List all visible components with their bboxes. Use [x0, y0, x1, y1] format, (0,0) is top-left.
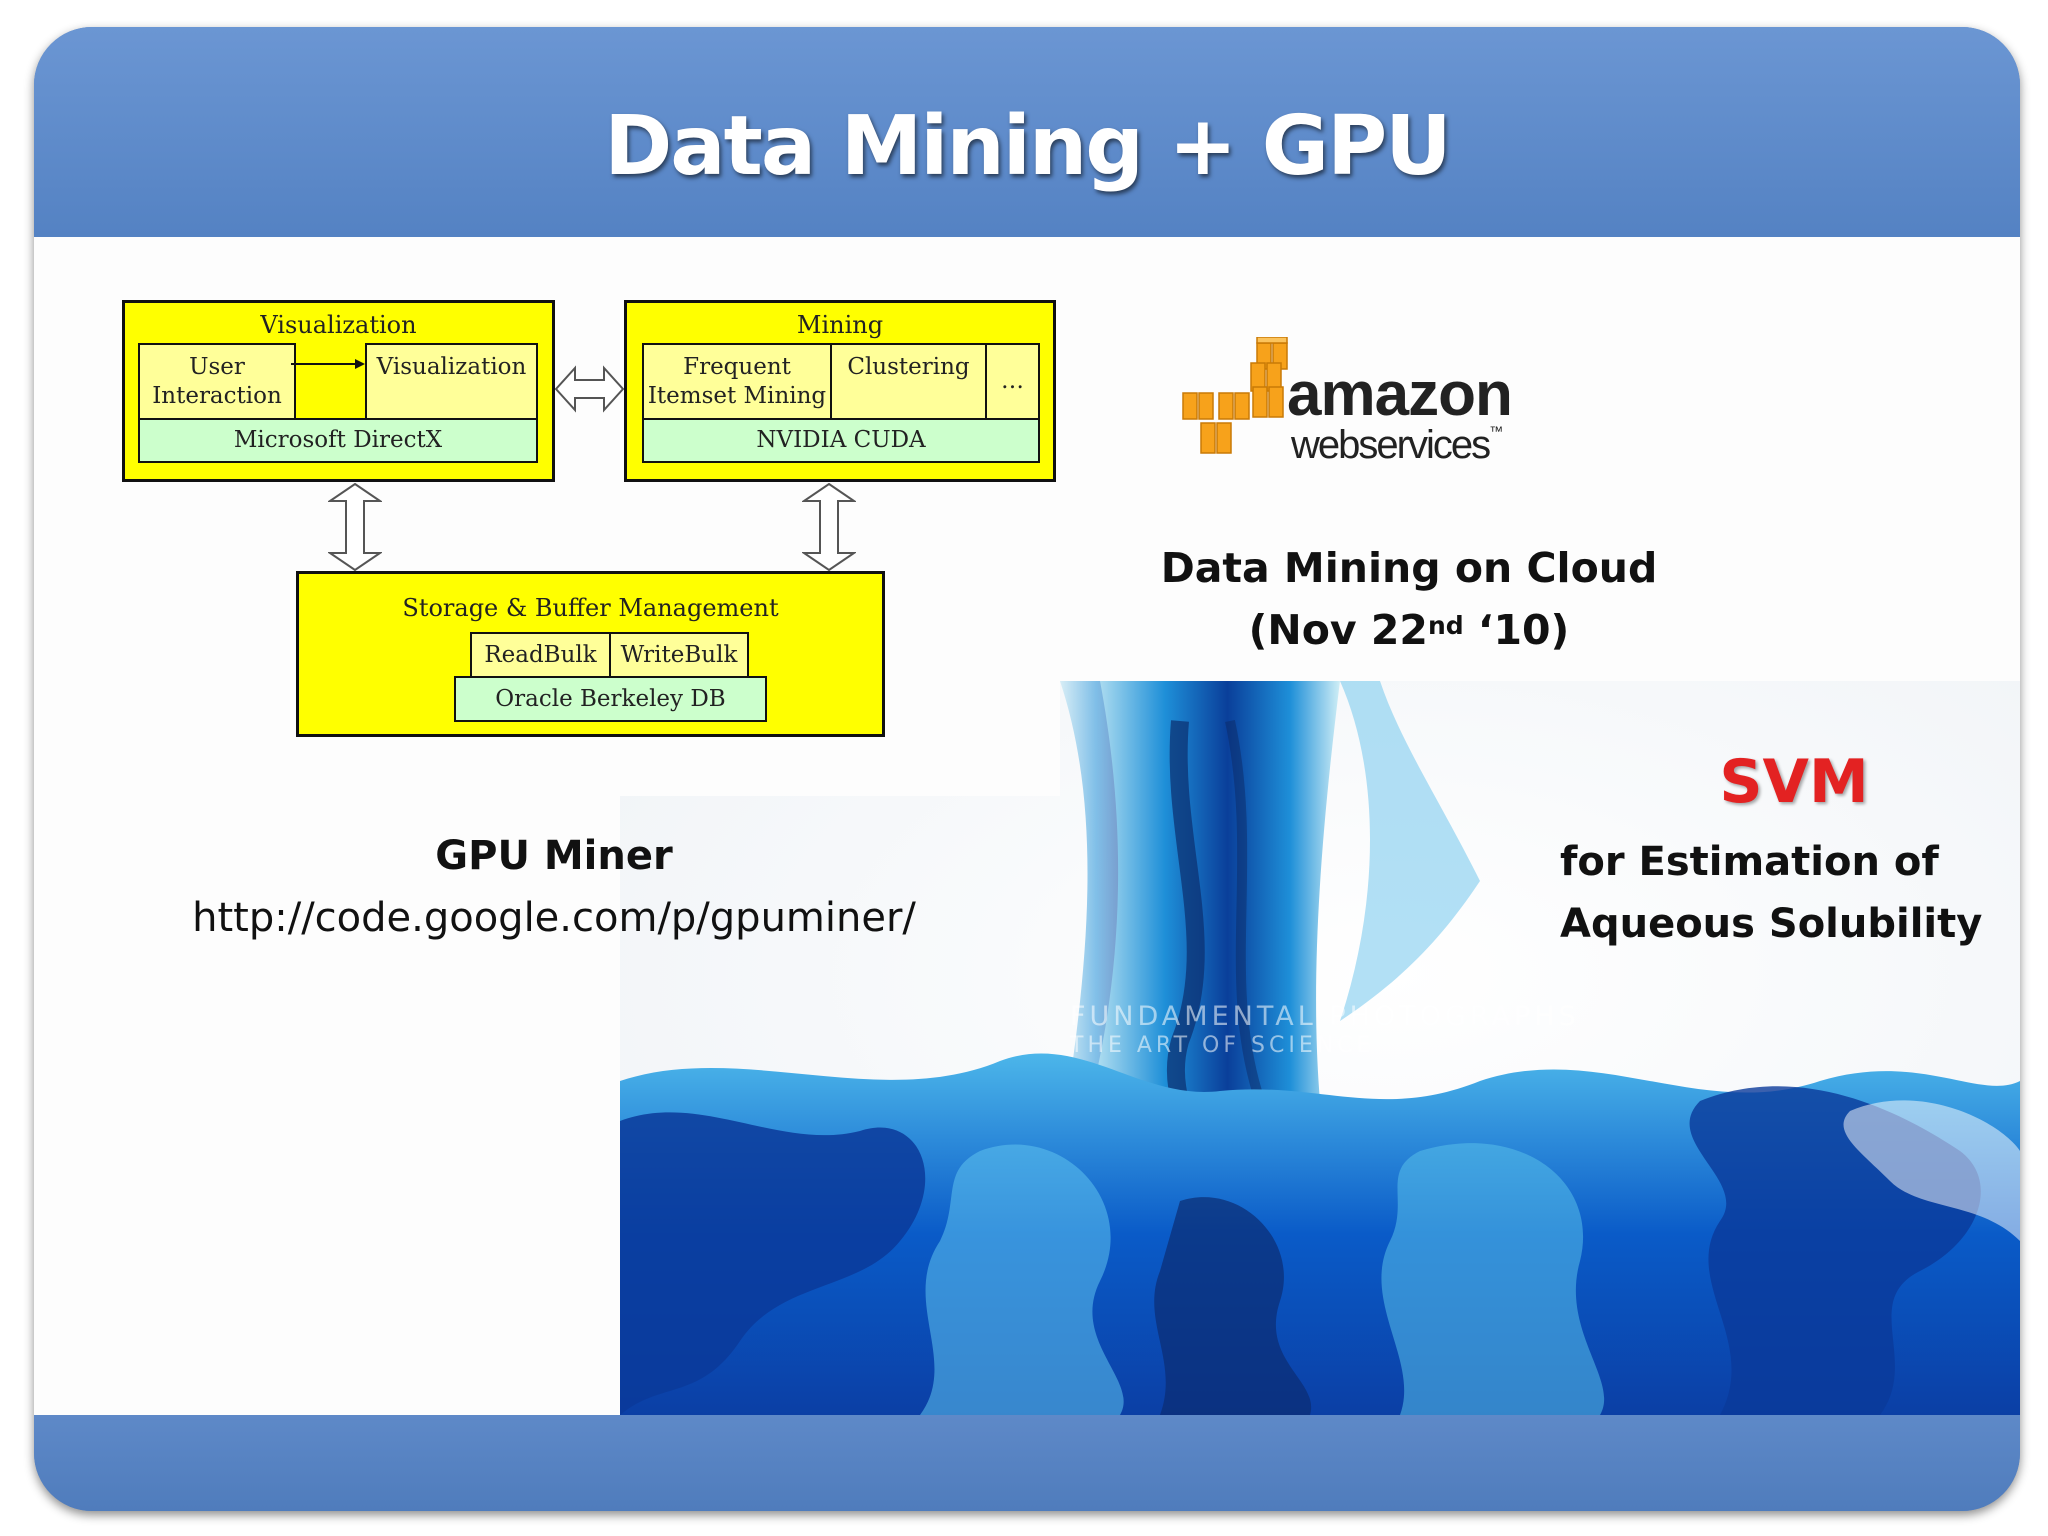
mining-box-title: Mining: [796, 311, 884, 339]
slide: Data Mining + GPU: [34, 27, 2020, 1511]
aws-trademark: ™: [1489, 423, 1503, 439]
horizontal-double-arrow: [555, 365, 624, 413]
watermark-line1: FUNDAMENTAL PHOTOGRAPHS: [1070, 1001, 1580, 1032]
right-vertical-double-arrow: [802, 483, 856, 571]
cloud-date-superscript: nd: [1427, 611, 1464, 640]
aws-amazon-word: amazon: [1287, 360, 1513, 429]
readbulk-cell: ReadBulk: [470, 632, 611, 678]
more-cell: …: [985, 343, 1040, 420]
cloud-caption: Data Mining on Cloud (Nov 22nd ‘10): [1114, 537, 1704, 661]
amazon-web-services-logo: amazon webservices™: [1179, 337, 1579, 467]
svm-caption-line2: Aqueous Solubility: [1560, 901, 1983, 947]
watermark-line2: THE ART OF SCIENCE: [1070, 1033, 1375, 1058]
frequent-itemset-cell: Frequent Itemset Mining: [642, 343, 832, 420]
user-interaction-cell: User Interaction: [138, 343, 296, 420]
blue-ink-photo: [620, 681, 2020, 1415]
svm-title: SVM: [1719, 747, 1869, 817]
left-vertical-double-arrow: [328, 483, 382, 571]
footer-bar: [34, 1415, 2020, 1511]
svm-caption-line1: for Estimation of: [1560, 839, 1939, 885]
cloud-date-prefix: (Nov 22: [1248, 606, 1428, 654]
architecture-diagram: Visualization User Interaction Visualiza…: [90, 297, 1090, 747]
cuda-cell: NVIDIA CUDA: [642, 418, 1040, 463]
gpu-miner-caption: GPU Miner http://code.google.com/p/gpumi…: [74, 825, 1034, 949]
gpu-miner-title: GPU Miner: [435, 833, 673, 879]
aws-webservices-text: webservices: [1291, 423, 1491, 467]
storage-box: Storage & Buffer Management ReadBulk Wri…: [296, 571, 885, 737]
title-bar: Data Mining + GPU: [34, 27, 2020, 237]
slide-content: FUNDAMENTAL PHOTOGRAPHS THE ART OF SCIEN…: [34, 237, 2020, 1415]
cloud-caption-line1: Data Mining on Cloud: [1160, 544, 1658, 592]
aws-webservices-word: webservices™: [1291, 423, 1503, 468]
visualization-box: Visualization User Interaction Visualiza…: [122, 300, 555, 482]
cloud-date-suffix: ‘10): [1463, 606, 1570, 654]
directx-cell: Microsoft DirectX: [138, 418, 538, 463]
mining-box: Mining Frequent Itemset Mining Clusterin…: [624, 300, 1056, 482]
visualization-cell: Visualization: [365, 343, 538, 420]
interaction-arrow: [291, 359, 365, 369]
storage-box-title: Storage & Buffer Management: [402, 594, 779, 622]
writebulk-cell: WriteBulk: [609, 632, 749, 678]
aws-cubes-icon: [1182, 337, 1288, 454]
visualization-box-title: Visualization: [260, 311, 417, 339]
clustering-cell: Clustering: [830, 343, 987, 420]
slide-title: Data Mining + GPU: [604, 99, 1452, 194]
gpu-miner-url[interactable]: http://code.google.com/p/gpuminer/: [192, 895, 916, 941]
cloud-caption-line2: (Nov 22nd ‘10): [1114, 599, 1704, 661]
svm-caption: for Estimation of Aqueous Solubility: [1560, 831, 2000, 955]
oracle-berkeley-db-cell: Oracle Berkeley DB: [454, 676, 767, 722]
